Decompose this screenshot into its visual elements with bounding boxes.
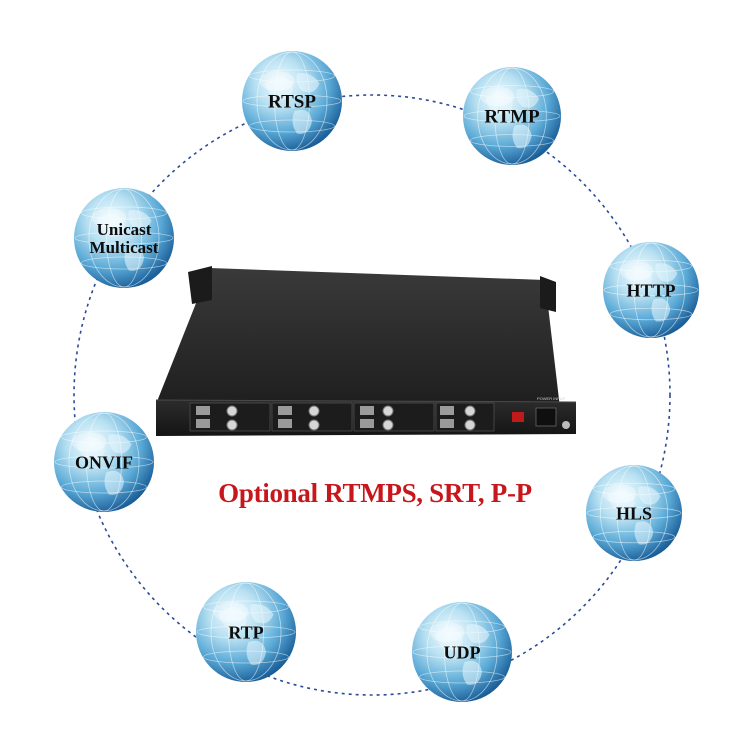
globe-icon: [242, 51, 342, 151]
module-3: [353, 402, 435, 432]
module-2: [271, 402, 353, 432]
globe-icon: [412, 602, 512, 702]
protocol-label: RTP: [228, 622, 263, 642]
bnc-connector: [226, 405, 238, 417]
bnc-connector: [308, 405, 320, 417]
globe-grid: [586, 465, 682, 561]
device-top: [156, 268, 560, 408]
globe-onvif: ONVIF: [54, 412, 154, 512]
protocol-label: ONVIF: [75, 452, 133, 472]
ethernet-port: [278, 406, 292, 415]
module-4: [435, 402, 495, 432]
globe-icon: [586, 465, 682, 561]
bnc-connector: [464, 405, 476, 417]
bnc-connector: [226, 419, 238, 431]
globe-highlight: [619, 261, 654, 281]
globe-hls: HLS: [586, 465, 682, 561]
bnc-connector: [308, 419, 320, 431]
ethernet-port: [360, 419, 374, 428]
power-input-label: POWER INPUT: [537, 396, 566, 401]
bnc-connector: [382, 419, 394, 431]
globe-highlight: [213, 602, 249, 622]
globe-highlight: [602, 484, 637, 504]
encoder-device: POWER INPUT: [155, 266, 577, 436]
globe-grid: [242, 51, 342, 151]
ethernet-port: [360, 406, 374, 415]
protocol-label: Unicast: [97, 220, 152, 239]
globe-icon: [196, 582, 296, 682]
globe-icon: [603, 242, 699, 338]
globe-highlight: [91, 208, 127, 228]
protocol-label: Multicast: [90, 238, 159, 257]
bnc-connector: [464, 419, 476, 431]
globe-http: HTTP: [603, 242, 699, 338]
protocol-label: HTTP: [626, 280, 675, 300]
globe-icon: [463, 67, 561, 165]
globe-rtmp: RTMP: [463, 67, 561, 165]
continent-shape: [96, 210, 152, 271]
globe-grid: [196, 582, 296, 682]
globe-icon: [74, 188, 174, 288]
caption: Optional RTMPS, SRT, P-P: [218, 478, 532, 508]
globe-highlight: [71, 432, 107, 452]
continent-shape: [434, 624, 490, 685]
ethernet-port: [196, 419, 210, 428]
protocol-label: HLS: [616, 503, 652, 523]
continent-shape: [76, 434, 132, 495]
globe-grid: [74, 188, 174, 288]
globe-rtsp: RTSP: [242, 51, 342, 151]
dotted-ring: [73, 94, 671, 696]
protocol-label: RTMP: [484, 107, 540, 128]
bnc-connector: [382, 405, 394, 417]
globe-grid: [463, 67, 561, 165]
continent-shape: [218, 604, 274, 665]
globe-highlight: [259, 71, 295, 91]
globe-rtp: RTP: [196, 582, 296, 682]
protocol-label: RTSP: [268, 92, 316, 113]
globe-highlight: [480, 86, 515, 107]
power-switch: [512, 412, 524, 422]
globe-grid: [603, 242, 699, 338]
rack-ear-left: [188, 266, 212, 304]
module-1: [189, 402, 271, 432]
continent-shape: [624, 263, 678, 322]
power-socket: [535, 407, 557, 427]
ethernet-port: [440, 406, 454, 415]
globe-grid: [412, 602, 512, 702]
ethernet-port: [196, 406, 210, 415]
ethernet-port: [440, 419, 454, 428]
continent-shape: [485, 88, 539, 149]
globe-icon: [54, 412, 154, 512]
globe-udp: UDP: [412, 602, 512, 702]
globe-highlight: [429, 622, 465, 642]
protocol-label: UDP: [444, 642, 481, 662]
power-section: POWER INPUT: [512, 396, 570, 429]
globe-grid: [54, 412, 154, 512]
ethernet-port: [278, 419, 292, 428]
continent-shape: [607, 486, 661, 545]
rack-ear-right: [540, 276, 556, 312]
continent-shape: [264, 73, 320, 134]
ground-screw: [562, 421, 570, 429]
